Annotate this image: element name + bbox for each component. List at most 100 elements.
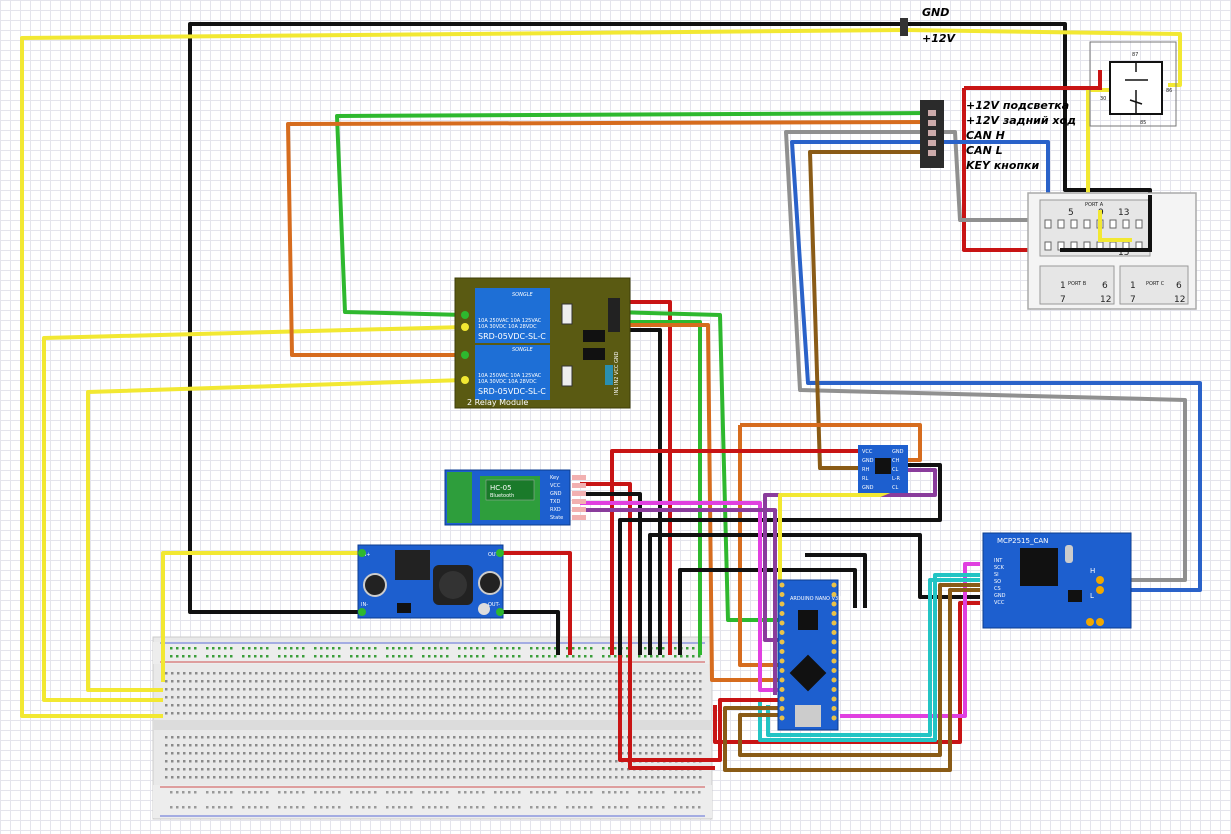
arduino-name: ARDUINO NANO V3.0 bbox=[790, 596, 843, 602]
wires-radio bbox=[964, 70, 1152, 252]
buck-out-plus: OUT+ bbox=[488, 552, 503, 558]
level-shifter: VCC GND RH RL GND GND CH CL L-R CL bbox=[858, 445, 908, 493]
relay-module-title: 2 Relay Module bbox=[467, 398, 528, 407]
wire-yellow-buck-in bbox=[161, 551, 360, 682]
relay1-brand: SONGLE bbox=[512, 292, 534, 298]
ls-pin-r4: L-R bbox=[892, 476, 901, 482]
svg-text:87: 87 bbox=[1132, 52, 1138, 58]
wire-yellow-radio bbox=[1098, 210, 1132, 242]
port-c-pin-7: 7 bbox=[1130, 295, 1136, 305]
hc05-pin-rxd: RXD bbox=[550, 507, 561, 513]
hc05-sub: Bluetooth bbox=[490, 493, 514, 499]
port-a-label: PORT A bbox=[1085, 202, 1104, 208]
svg-text:86: 86 bbox=[1166, 88, 1172, 94]
mcp-pin-cs: CS bbox=[994, 586, 1001, 592]
wire-blue-canl2 bbox=[930, 140, 1050, 205]
wire-yellow-relay1 bbox=[42, 325, 466, 702]
wire-black-radio bbox=[1060, 195, 1152, 252]
wire-gray-canh bbox=[784, 130, 1187, 582]
label-gnd: GND bbox=[922, 6, 949, 19]
arduino-nano: ARDUINO NANO V3.0 bbox=[777, 579, 843, 731]
ls-pin-r1: GND bbox=[892, 449, 904, 455]
port-a-pin-15: 15 bbox=[1118, 248, 1129, 258]
relay1-model: SRD-05VDC-SL-C bbox=[478, 332, 546, 341]
label-12v: +12V bbox=[922, 32, 957, 45]
wire-red-ls-vcc bbox=[610, 449, 860, 655]
wire-brown-mcp2 bbox=[723, 588, 980, 772]
ls-pin-l2: GND bbox=[862, 458, 874, 464]
buck-in-plus: IN+ bbox=[361, 552, 370, 558]
wire-green-relay-in1 bbox=[611, 310, 778, 622]
mcp-pin-sck: SCK bbox=[994, 565, 1005, 571]
port-c-label: PORT C bbox=[1146, 281, 1165, 287]
wire-blue-canl bbox=[790, 140, 1202, 592]
relay1-rating2: 10A 30VDC 10A 28VDC bbox=[478, 324, 537, 330]
wire-red-relay-top bbox=[964, 70, 1102, 90]
wire-red-relay-vcc bbox=[612, 300, 672, 655]
mcp-pin-int: INT bbox=[994, 558, 1003, 564]
ls-pin-r5: CL bbox=[892, 485, 898, 491]
ls-pin-l4: RL bbox=[862, 476, 868, 482]
connector-pin3-label: CAN H bbox=[966, 129, 1005, 142]
port-b-pin-12: 12 bbox=[1100, 295, 1111, 305]
relay2-rating1: 10A 250VAC 10A 125VAC bbox=[478, 373, 542, 379]
mcp-pin-gnd: GND bbox=[994, 593, 1006, 599]
mcp-pin-vcc: VCC bbox=[994, 600, 1005, 606]
mcp-pin-si: SI bbox=[994, 572, 999, 578]
five-pin-connector: +12V подсветка +12V задний ход CAN H CAN… bbox=[920, 99, 1076, 172]
port-b-pin-7: 7 bbox=[1060, 295, 1066, 305]
relay-module-pins: IN1 IN2 VCC GND bbox=[614, 351, 620, 395]
wire-orange-ls bbox=[740, 423, 922, 462]
wire-black-hc05-gnd bbox=[580, 492, 642, 655]
wire-purple-hc05-rx bbox=[580, 508, 777, 695]
mcp2515-can-module: MCP2515_CAN H L INT SCK SI SO CS GND VCC bbox=[982, 532, 1132, 629]
wire-gnd-black bbox=[188, 22, 905, 614]
wire-12v-yellow bbox=[20, 28, 906, 718]
mcp-pin-so: SO bbox=[994, 579, 1001, 585]
buck-out-minus: OUT- bbox=[488, 602, 500, 608]
wire-black-nano2 bbox=[805, 553, 867, 608]
relay2-brand: SONGLE bbox=[512, 347, 534, 353]
buck-in-minus: IN- bbox=[361, 602, 368, 608]
wires bbox=[20, 22, 1202, 772]
ls-pin-l3: RH bbox=[862, 467, 869, 473]
port-b-pin-1: 1 bbox=[1060, 281, 1066, 291]
wire-red-hc05-vcc bbox=[580, 482, 715, 770]
mcp2515-h: H bbox=[1090, 567, 1095, 575]
wire-black-buck-out bbox=[500, 610, 560, 655]
hc05-pin-key: Key bbox=[550, 475, 559, 481]
svg-text:85: 85 bbox=[1140, 120, 1146, 126]
mcp2515-name: MCP2515_CAN bbox=[997, 537, 1048, 545]
wire-cyan-mcp2 bbox=[766, 578, 980, 737]
wire-red-buck-out bbox=[500, 551, 572, 655]
relay2-rating2: 10A 30VDC 10A 28VDC bbox=[478, 379, 537, 385]
svg-text:30: 30 bbox=[1100, 96, 1106, 102]
wire-magenta-mcp bbox=[840, 562, 980, 718]
connector-pin4-label: CAN L bbox=[966, 144, 1003, 157]
hc05-bluetooth-module: HC-05 Bluetooth Key VCC GND TXD RXD Stat… bbox=[444, 469, 586, 526]
wire-cyan-mcp bbox=[758, 573, 980, 742]
wire-green-backlight bbox=[335, 111, 931, 317]
connector-pin2-label: +12V задний ход bbox=[966, 114, 1076, 127]
connector-pin1-label: +12V подсветка bbox=[966, 99, 1069, 112]
mcp2515-l: L bbox=[1090, 592, 1094, 600]
ls-pin-r3: CL bbox=[892, 467, 898, 473]
ls-pin-r2: CH bbox=[892, 458, 899, 464]
relay2-model: SRD-05VDC-SL-C bbox=[478, 387, 546, 396]
hc05-name: HC-05 bbox=[490, 484, 512, 492]
wire-brown-key bbox=[808, 150, 930, 470]
port-c-pin-6: 6 bbox=[1176, 281, 1182, 291]
hc05-pin-gnd: GND bbox=[550, 491, 562, 497]
hc05-pin-vcc: VCC bbox=[550, 483, 561, 489]
wire-red-arduino bbox=[618, 655, 778, 762]
wire-magenta-hc05-tx bbox=[580, 501, 778, 692]
port-a-pin-5: 5 bbox=[1068, 208, 1074, 218]
hc05-pin-txd: TXD bbox=[549, 499, 560, 505]
wire-yellow-ls bbox=[778, 483, 906, 580]
wire-black-ls-gnd bbox=[618, 463, 942, 655]
port-b-pin-6: 6 bbox=[1102, 281, 1108, 291]
buck-converter: IN+ IN- OUT+ OUT- bbox=[357, 544, 504, 619]
ls-pin-l1: VCC bbox=[862, 449, 873, 455]
